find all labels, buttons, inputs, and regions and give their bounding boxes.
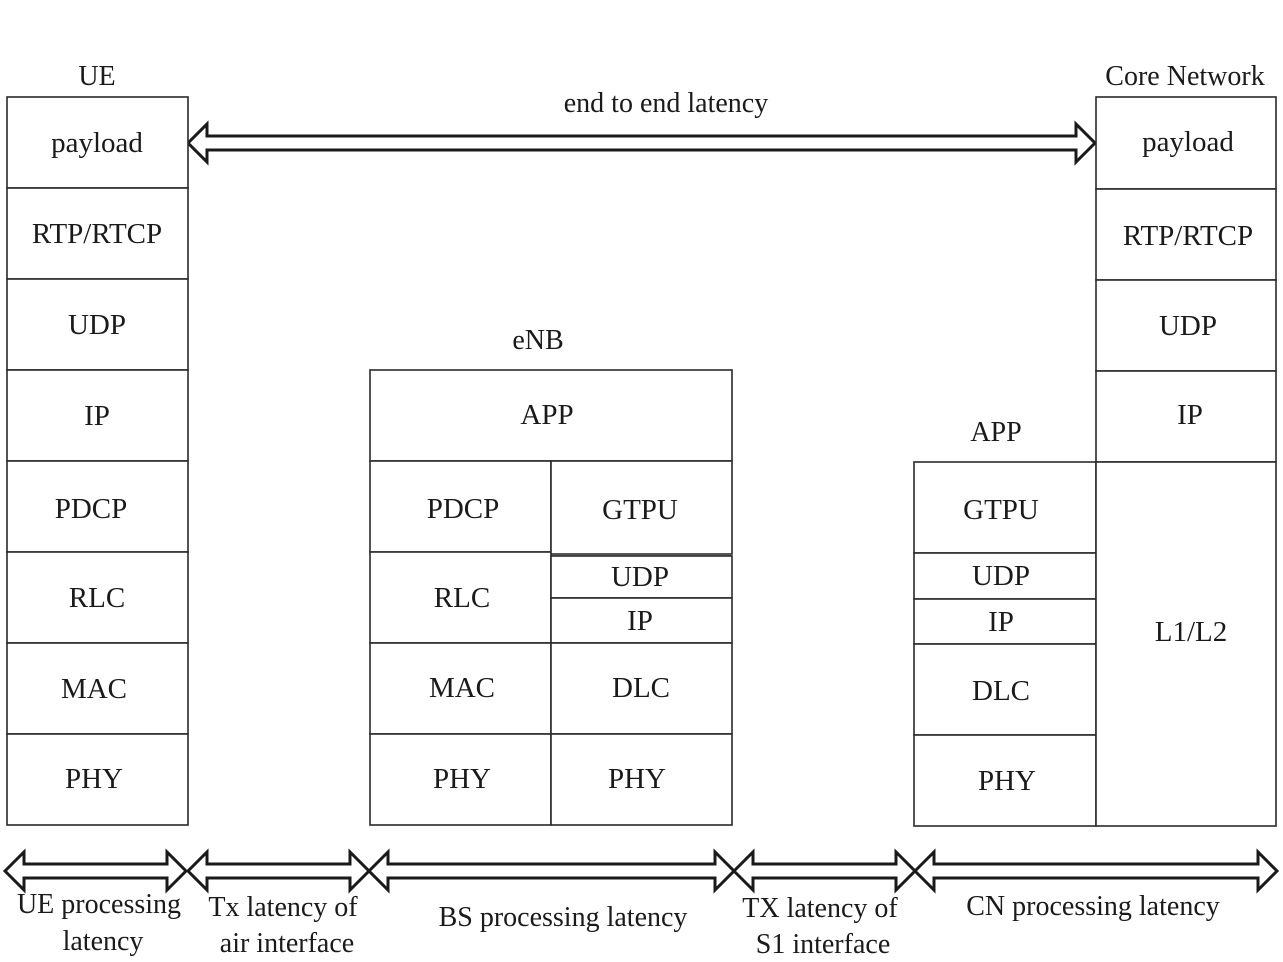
core-network-title: Core Network [1105, 61, 1264, 92]
cn-udp-label: UDP [1159, 310, 1217, 342]
cn-processing-label: CN processing latency [966, 891, 1220, 922]
enb-gtpu-label: GTPU [602, 494, 678, 526]
s1-interface-arrow [731, 848, 918, 894]
enb-mac-cell [369, 642, 552, 735]
ue-phy-cell [6, 733, 189, 826]
enb-title: eNB [512, 325, 563, 356]
cn-rtp-cell [1095, 188, 1277, 281]
cn-rtp-label: RTP/RTCP [1123, 220, 1253, 252]
air-interface-label-line2: air interface [220, 928, 354, 959]
enb-stack: APP PDCP RLC MAC PHY GTPU UDP IP DLC PHY [369, 369, 733, 826]
air-interface-label-line1: Tx latency of [208, 892, 358, 923]
ue-ip-cell [6, 369, 189, 462]
ue-stack: payload RTP/RTCP UDP IP PDCP RLC MAC PHY [6, 96, 189, 826]
bs-processing-label: BS processing latency [439, 902, 688, 933]
cn-l1l2-label: L1/L2 [1155, 616, 1228, 648]
gw-phy-label: PHY [978, 765, 1036, 797]
latency-arrows [2, 848, 1280, 894]
gw-ip-label: IP [988, 606, 1014, 638]
cn-ip-cell [1095, 370, 1277, 463]
enb-rlc-label: RLC [434, 582, 490, 614]
enb-pdcp-cell [369, 460, 552, 553]
gw-dlc-cell [913, 643, 1097, 736]
ue-udp-label: UDP [68, 309, 126, 341]
enb-phy-right-label: PHY [608, 763, 666, 795]
gw-phy-cell [913, 734, 1097, 827]
cn-l1l2-cell [1095, 461, 1277, 827]
gateway-stack: GTPU UDP IP DLC PHY [913, 461, 1097, 827]
gw-gtpu-label: GTPU [963, 494, 1039, 526]
enb-pdcp-label: PDCP [427, 493, 500, 525]
ue-processing-label-line2: latency [63, 926, 144, 957]
cn-processing-arrow [912, 848, 1280, 894]
cn-udp-cell [1095, 279, 1277, 372]
end-to-end-latency-label: end to end latency [564, 88, 768, 119]
ue-rlc-label: RLC [69, 582, 125, 614]
enb-app-label: APP [520, 399, 573, 431]
ue-processing-arrow [2, 848, 189, 894]
gateway-app-title: APP [970, 417, 1021, 448]
ue-phy-label: PHY [65, 763, 123, 795]
ue-rlc-cell [6, 551, 189, 644]
core-network-stack: payload RTP/RTCP UDP IP L1/L2 [1095, 96, 1277, 827]
enb-dlc-label: DLC [612, 672, 670, 704]
gw-gtpu-cell [913, 461, 1097, 554]
ue-payload-label: payload [51, 127, 143, 159]
air-interface-arrow [185, 848, 372, 894]
ue-mac-label: MAC [61, 673, 127, 705]
ue-pdcp-label: PDCP [55, 493, 128, 525]
enb-mac-label: MAC [429, 672, 495, 704]
end-to-end-arrow [185, 120, 1098, 166]
s1-interface-label-line1: TX latency of [742, 893, 898, 924]
ue-processing-label-line1: UE processing [17, 889, 181, 920]
enb-udp-cell [550, 555, 733, 599]
enb-udp-label: UDP [611, 561, 669, 593]
enb-phy-left-cell [369, 733, 552, 826]
cn-ip-label: IP [1177, 399, 1203, 431]
cn-payload-cell [1095, 96, 1277, 190]
bs-processing-arrow [366, 848, 737, 894]
ue-pdcp-cell [6, 460, 189, 553]
cn-payload-label: payload [1142, 126, 1234, 158]
enb-phy-left-label: PHY [433, 763, 491, 795]
ue-udp-cell [6, 278, 189, 371]
ue-ip-label: IP [84, 400, 110, 432]
s1-interface-label-line2: S1 interface [756, 929, 891, 960]
ue-payload-cell [6, 96, 189, 189]
ue-rtp-cell [6, 187, 189, 280]
enb-phy-right-cell [550, 733, 733, 826]
ue-rtp-label: RTP/RTCP [32, 218, 162, 250]
ue-title: UE [78, 61, 115, 92]
enb-gtpu-cell [550, 460, 733, 555]
enb-ip-label: IP [627, 605, 653, 637]
gw-dlc-label: DLC [972, 675, 1030, 707]
gw-udp-label: UDP [972, 560, 1030, 592]
